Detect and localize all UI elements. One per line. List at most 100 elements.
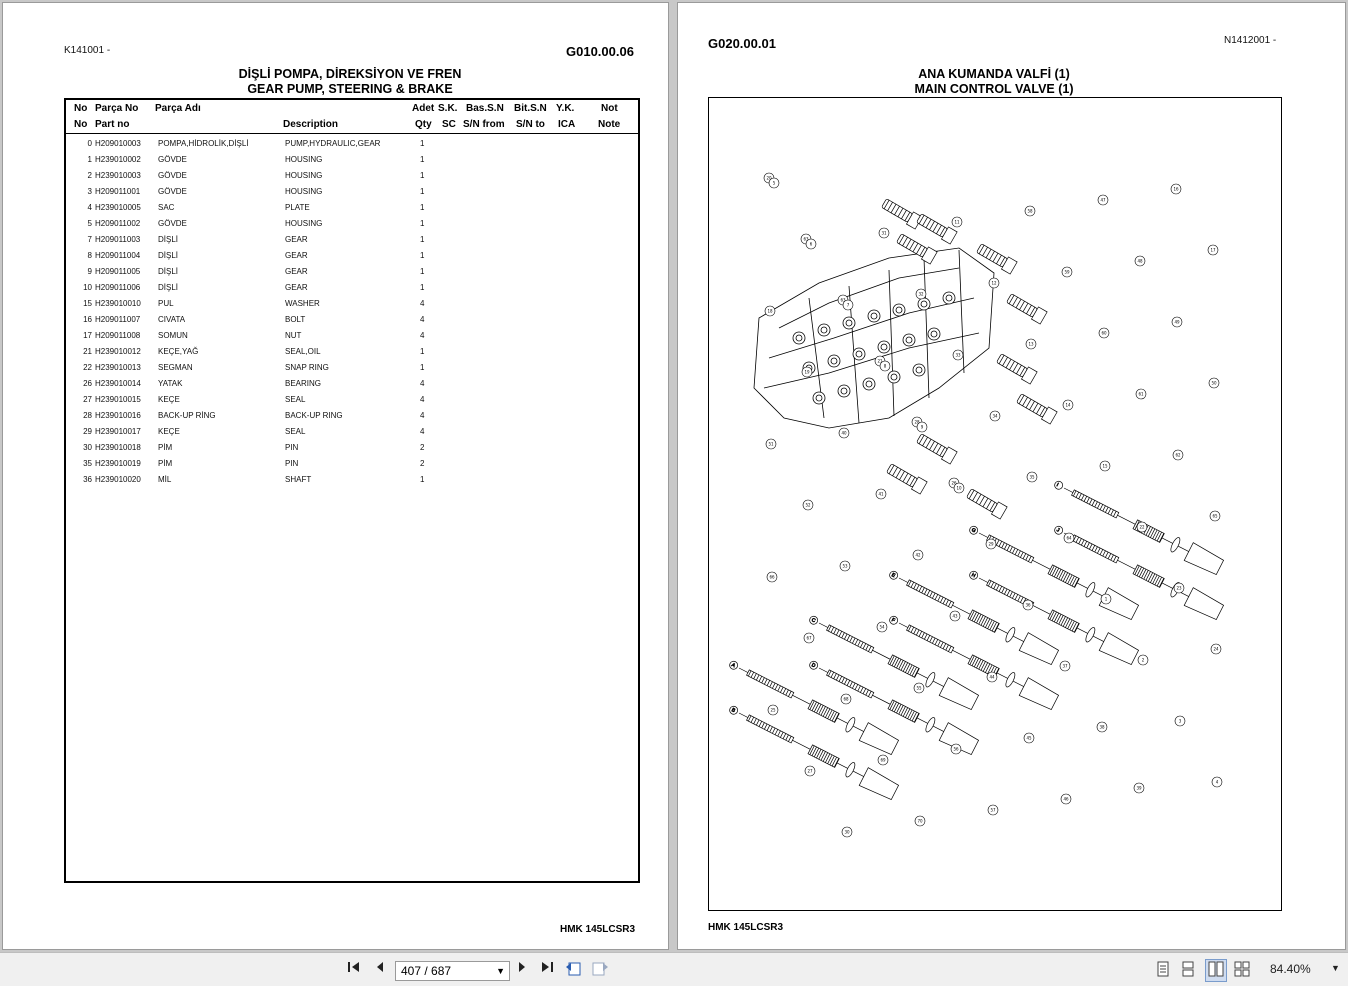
spool-assembly: C <box>809 615 980 711</box>
header-qty-en: Qty <box>415 119 432 130</box>
header-sn-from-en: S/N from <box>463 119 505 130</box>
cell-part: H239010018 <box>95 443 141 452</box>
cell-part: H239010014 <box>95 379 141 388</box>
cell-no: 30 <box>83 443 92 452</box>
next-view-button[interactable] <box>591 959 609 980</box>
callout-bubble <box>953 482 965 494</box>
callout-bubble <box>1059 660 1071 672</box>
callout-bubble <box>1137 654 1149 666</box>
cell-name-en: HOUSING <box>285 155 323 164</box>
callout-label: 43 <box>952 614 958 619</box>
cell-name-en: PUMP,HYDRAULIC,GEAR <box>285 139 381 148</box>
cell-name-tr: DİŞLİ <box>158 251 179 260</box>
cell-name-en: SEAL <box>285 395 306 404</box>
cell-name-tr: PUL <box>158 299 174 308</box>
page-number-select[interactable]: 407 / 687 ▼ <box>395 961 510 981</box>
cell-no: 1 <box>87 155 92 164</box>
facing-pages-view-button[interactable] <box>1205 959 1227 982</box>
cell-qty: 4 <box>420 299 425 308</box>
cell-name-tr: POMPA,HİDROLİK,DİŞLİ <box>158 139 249 148</box>
callout-label: 3 <box>1179 719 1182 724</box>
callout-label: 60 <box>1101 331 1107 336</box>
cell-qty: 1 <box>420 251 425 260</box>
cell-name-en: SEAL,OIL <box>285 347 321 356</box>
spool-letter: J <box>1055 527 1060 534</box>
cell-name-en: GEAR <box>285 283 308 292</box>
first-page-button[interactable] <box>347 960 361 977</box>
callout-bubble <box>876 621 888 633</box>
cell-no: 5 <box>87 219 92 228</box>
port-inner-circle <box>870 312 878 320</box>
cell-no: 15 <box>83 299 92 308</box>
callout-bubble <box>1210 643 1222 655</box>
cell-no: 9 <box>87 267 92 276</box>
cell-no: 17 <box>83 331 92 340</box>
callout-label: 53 <box>842 564 848 569</box>
callout-bubble <box>1174 715 1186 727</box>
callout-label: 62 <box>1175 453 1181 458</box>
cell-no: 36 <box>83 475 92 484</box>
cell-qty: 1 <box>420 235 425 244</box>
valve-cartridge <box>896 234 938 265</box>
callout-label: 19 <box>804 370 810 375</box>
callout-label: 12 <box>991 281 997 286</box>
callout-label: 24 <box>1213 647 1219 652</box>
last-page-button[interactable] <box>540 960 554 977</box>
spool-assembly: G <box>969 525 1140 621</box>
zoom-level[interactable]: 84.40% <box>1270 962 1311 976</box>
header-ica-en: ICA <box>558 119 576 130</box>
port-inner-circle <box>845 319 853 327</box>
cell-qty: 1 <box>420 155 425 164</box>
callout-bubble <box>1170 183 1182 195</box>
callout-label: 22 <box>1139 525 1145 530</box>
single-page-view-button[interactable] <box>1156 961 1170 980</box>
callout-bubble <box>839 560 851 572</box>
callout-bubble <box>989 410 1001 422</box>
cell-no: 28 <box>83 411 92 420</box>
cell-name-tr: PİM <box>158 459 173 468</box>
zoom-chevron-down-icon[interactable]: ▼ <box>1331 963 1340 973</box>
cell-name-tr: GÖVDE <box>158 187 187 196</box>
part-callouts: 2063632128262936373839161718194041424344… <box>763 172 1223 838</box>
cell-no: 7 <box>87 235 92 244</box>
cell-part: H239010017 <box>95 427 141 436</box>
cell-no: 27 <box>83 395 92 404</box>
cell-qty: 4 <box>420 427 425 436</box>
header-note-tr: Not <box>601 103 618 114</box>
cell-name-en: BEARING <box>285 379 322 388</box>
port-inner-circle <box>820 326 828 334</box>
continuous-facing-icon <box>1234 961 1250 977</box>
cell-part: H239010015 <box>95 395 141 404</box>
continuous-view-button[interactable] <box>1181 961 1195 980</box>
header-no-tr: No <box>74 103 88 114</box>
next-page-button[interactable] <box>516 960 528 977</box>
cell-part: H209011003 <box>95 235 141 244</box>
cell-no: 0 <box>87 139 92 148</box>
document-code: N1412001 - <box>1224 35 1277 46</box>
spool-assembly: I <box>1054 480 1225 576</box>
callout-bubble <box>838 427 850 439</box>
previous-page-button[interactable] <box>374 960 386 977</box>
header-part-name-tr: Parça Adı <box>155 103 201 114</box>
continuous-facing-view-button[interactable] <box>1234 961 1250 980</box>
callout-bubble <box>1135 388 1147 400</box>
callout-label: 41 <box>878 492 884 497</box>
cell-no: 26 <box>83 379 92 388</box>
valve-body <box>753 247 995 429</box>
title-turkish: DİŞLİ POMPA, DİREKSİYON VE FREN <box>238 67 462 81</box>
previous-view-button[interactable] <box>565 959 583 980</box>
callout-bubble <box>842 299 854 311</box>
callout-label: 1 <box>1105 597 1108 602</box>
cell-part: H209011005 <box>95 267 141 276</box>
spool-letter: I <box>1055 482 1059 488</box>
callout-bubble <box>804 765 816 777</box>
callout-label: 17 <box>1210 248 1216 253</box>
